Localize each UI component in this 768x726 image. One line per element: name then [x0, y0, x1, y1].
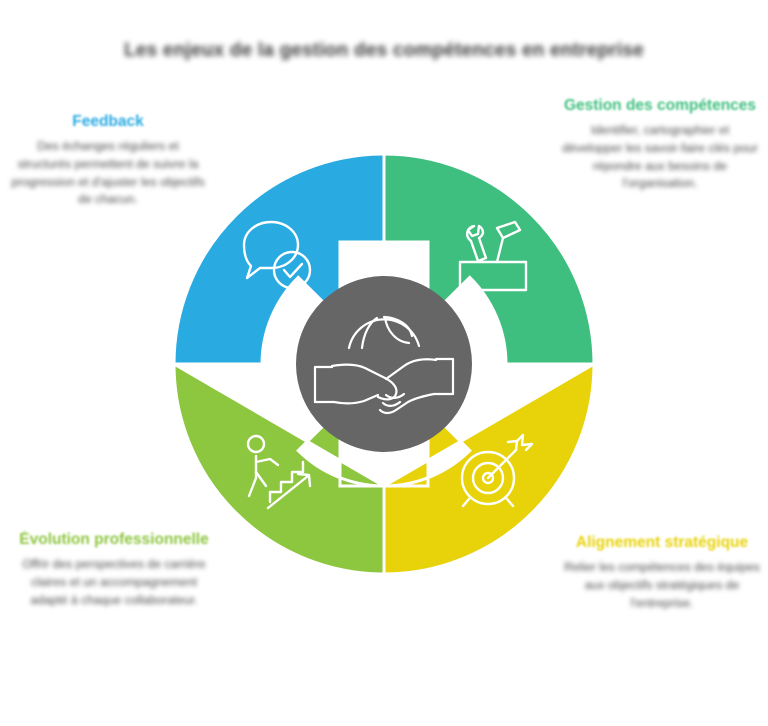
callout-alignement-title: Alignement stratégique [575, 534, 749, 551]
callout-evolution-body: Offrir des perspectives de carrière clai… [22, 557, 206, 607]
callout-alignement: Alignement stratégique Relier les compét… [564, 533, 760, 612]
callout-evolution: Évolution professionnelle Offrir des per… [16, 530, 212, 609]
target-arrow-icon [460, 433, 534, 508]
callout-feedback-title: Feedback [72, 113, 144, 130]
competence-cycle-wheel [172, 152, 596, 576]
callout-feedback: Feedback Des échanges réguliers et struc… [10, 112, 206, 209]
speech-bubble-check-icon [242, 220, 312, 290]
wheel-svg [172, 152, 596, 576]
handshake-globe-icon [313, 315, 455, 415]
page-title: Les enjeux de la gestion des compétences… [124, 40, 644, 61]
callout-evolution-title: Évolution professionnelle [19, 531, 209, 548]
callout-feedback-body: Des échanges réguliers et structurés per… [11, 139, 205, 207]
callout-competences-body: Identifier, cartographier et développer … [562, 123, 758, 191]
callout-alignement-body: Relier les compétences des équipes aux o… [564, 560, 760, 610]
callout-competences-title: Gestion des compétences [563, 97, 757, 114]
callout-competences: Gestion des compétences Identifier, cart… [562, 96, 758, 193]
toolbox-wrench-hammer-icon [458, 220, 528, 292]
center-disc [296, 276, 472, 452]
person-stairs-arrow-icon [246, 434, 312, 510]
